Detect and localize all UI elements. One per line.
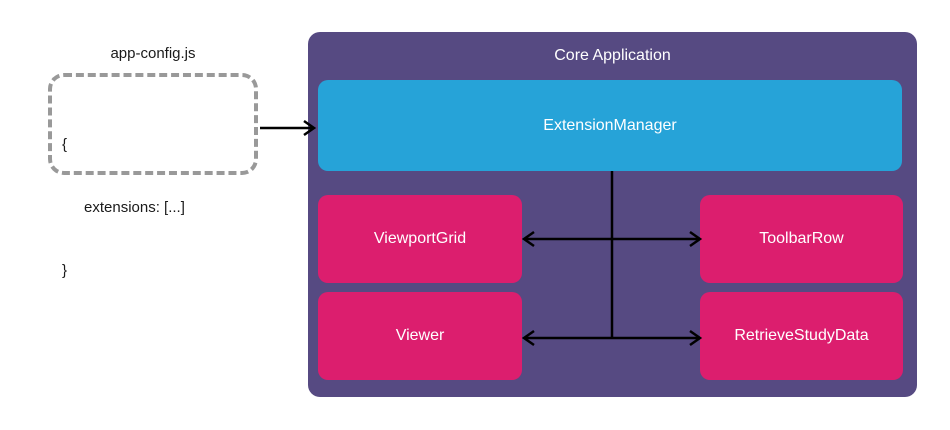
module-viewportgrid-label: ViewportGrid — [373, 230, 467, 247]
module-viewer-label: Viewer — [395, 327, 445, 344]
module-viewer: Viewer — [318, 292, 522, 380]
module-toolbarrow-label: ToolbarRow — [759, 230, 844, 247]
config-code-line-open-brace: { — [62, 136, 68, 153]
extension-manager-box: ExtensionManager — [318, 80, 902, 171]
config-file-title: app-config.js — [110, 45, 196, 62]
module-retrievestudydata: RetrieveStudyData — [700, 292, 903, 380]
extension-manager-label: ExtensionManager — [543, 116, 677, 134]
core-application-title: Core Application — [554, 47, 671, 64]
config-code-line-extensions: extensions: [...] — [84, 199, 185, 216]
config-to-core-arrow — [260, 119, 317, 137]
module-viewportgrid: ViewportGrid — [318, 195, 522, 283]
config-code: { extensions: [...] } — [62, 92, 185, 323]
config-file-box — [48, 73, 258, 175]
config-code-line-close-brace: } — [62, 262, 68, 279]
module-toolbarrow: ToolbarRow — [700, 195, 903, 283]
module-retrievestudydata-label: RetrieveStudyData — [734, 327, 869, 344]
